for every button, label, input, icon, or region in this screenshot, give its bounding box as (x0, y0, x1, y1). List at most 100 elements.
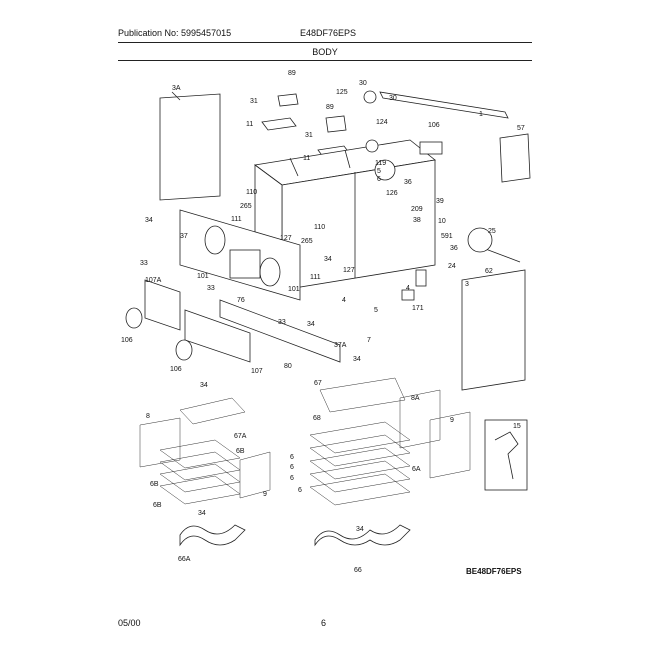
rack-support-8 (139, 417, 181, 468)
callout-34: 34 (324, 256, 332, 263)
broil-element-66A (179, 524, 246, 547)
callout-125: 125 (336, 89, 348, 96)
callout-24: 24 (448, 263, 456, 270)
model-number: E48DF76EPS (300, 28, 357, 38)
valve-4 (415, 269, 427, 287)
section-title: BODY (312, 47, 338, 57)
callout-111: 111 (231, 216, 242, 223)
callout-37A: 37A (334, 342, 347, 349)
rack-support-9 (239, 451, 271, 499)
callout-31: 31 (250, 98, 258, 105)
knob-right (175, 339, 193, 361)
callout-36: 36 (404, 179, 412, 186)
clip-89-right (325, 115, 347, 133)
callout-6: 6 (377, 176, 381, 183)
fan-125 (363, 90, 377, 104)
leader (171, 91, 181, 101)
detail-circle-25 (467, 227, 493, 253)
callout-107A: 107A (145, 277, 162, 284)
callout-127: 127 (343, 267, 355, 274)
callout-119: 119 (375, 160, 386, 167)
callout-67A: 67A (234, 433, 247, 440)
footer-date: 05/00 (118, 618, 141, 628)
callout-265: 265 (240, 203, 252, 210)
broil-element-66 (314, 524, 411, 547)
callout-31: 31 (305, 132, 313, 139)
callout-3A: 3A (172, 85, 181, 92)
callout-33: 33 (140, 260, 148, 267)
callout-30: 30 (389, 95, 397, 102)
side-panel-left (159, 93, 221, 201)
callout-25: 25 (488, 228, 496, 235)
callout-4: 4 (406, 285, 410, 292)
bake-element-67A (179, 397, 246, 425)
callout-6B: 6B (236, 448, 245, 455)
callout-80: 80 (284, 363, 292, 370)
callout-34: 34 (145, 217, 153, 224)
callout-6B: 6B (150, 481, 159, 488)
rack-support-8A (399, 389, 441, 449)
rack-support-9-right (429, 411, 471, 479)
top-rail (379, 91, 509, 119)
rack-stack-left (159, 439, 241, 505)
callout-30: 30 (359, 80, 367, 87)
control-panel-left (144, 279, 181, 331)
publication-number: Publication No: 5995457015 (118, 28, 232, 38)
callout-9: 9 (450, 417, 454, 424)
clip-89-left (277, 93, 299, 107)
callout-34: 34 (353, 356, 361, 363)
callout-126: 126 (386, 190, 398, 197)
rear-cover (499, 133, 531, 183)
leader (289, 157, 299, 177)
bracket-171 (401, 289, 415, 301)
knob-left (125, 307, 143, 329)
callout-6: 6 (290, 475, 294, 482)
callout-106: 106 (428, 122, 440, 129)
callout-111: 111 (310, 274, 321, 281)
callout-5: 5 (377, 168, 381, 175)
callout-101: 101 (288, 286, 300, 293)
callout-4: 4 (342, 297, 346, 304)
callout-57: 57 (517, 125, 525, 132)
callout-33: 33 (278, 319, 286, 326)
callout-124: 124 (376, 119, 388, 126)
callout-89: 89 (288, 70, 296, 77)
callout-6A: 6A (412, 466, 421, 473)
callout-76: 76 (237, 297, 245, 304)
callout-6: 6 (298, 487, 302, 494)
callout-6: 6 (290, 454, 294, 461)
callout-34: 34 (356, 526, 364, 533)
callout-68: 68 (313, 415, 321, 422)
callout-66A: 66A (178, 556, 191, 563)
callout-6: 6 (290, 464, 294, 471)
callout-8: 8 (146, 413, 150, 420)
callout-110: 110 (314, 224, 325, 231)
callout-11: 11 (246, 121, 253, 128)
callout-101: 101 (197, 273, 209, 280)
callout-265: 265 (301, 238, 313, 245)
callout-62: 62 (485, 268, 493, 275)
leader (344, 149, 351, 169)
callout-7: 7 (367, 337, 371, 344)
callout-34: 34 (307, 321, 315, 328)
control-panel-right (184, 309, 251, 363)
rack-stack-right (309, 421, 411, 506)
footer-page-number: 6 (321, 618, 327, 628)
callout-8A: 8A (411, 395, 420, 402)
switch-124 (365, 139, 379, 153)
callout-171: 171 (412, 305, 424, 312)
wiring-harness-inset (484, 419, 528, 491)
bake-element-67 (319, 377, 406, 413)
callout-67: 67 (314, 380, 322, 387)
callout-36: 36 (450, 245, 458, 252)
callout-66: 66 (354, 567, 362, 574)
diagram-model-code: BE48DF76EPS (466, 567, 522, 576)
terminal-block (419, 141, 443, 155)
callout-34: 34 (200, 382, 208, 389)
callout-33: 33 (207, 285, 215, 292)
callout-38: 38 (413, 217, 421, 224)
kick-plate (219, 299, 341, 363)
header-rule-bottom (118, 60, 532, 61)
callout-89: 89 (326, 104, 334, 111)
side-panel-right (461, 269, 526, 391)
